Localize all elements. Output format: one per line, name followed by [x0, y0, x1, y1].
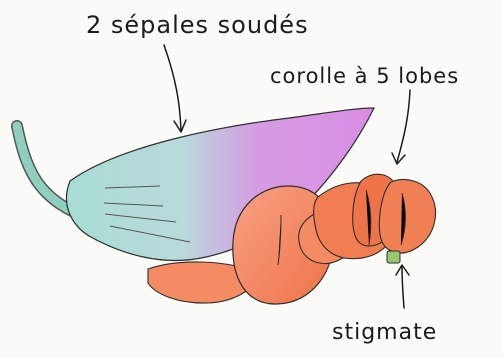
- pointer-stigmate: [402, 266, 404, 308]
- label-stigmate: stigmate: [332, 322, 437, 344]
- label-corolle: corolle à 5 lobes: [270, 66, 459, 87]
- petal-back-2: [379, 180, 435, 253]
- label-sepales: 2 sépales soudés: [86, 13, 309, 37]
- pointer-corolle: [397, 90, 410, 162]
- pointer-sepales: [164, 45, 181, 131]
- stigma: [387, 251, 400, 263]
